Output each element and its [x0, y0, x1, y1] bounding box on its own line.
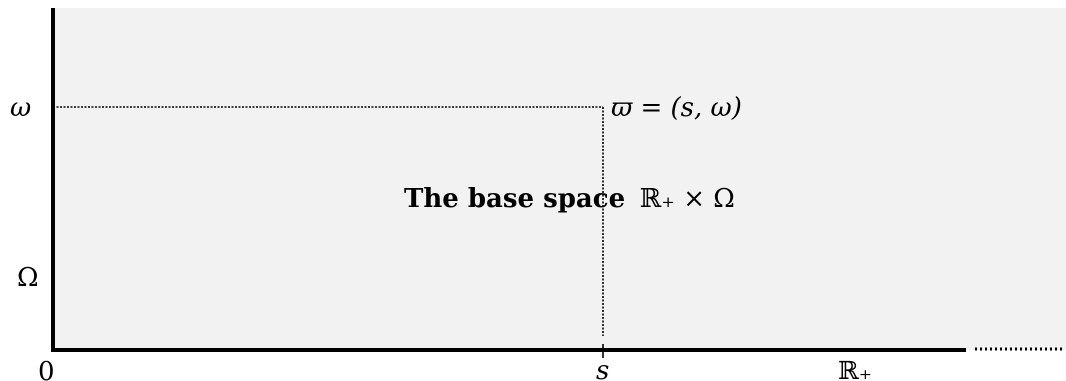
s-label: s: [596, 356, 609, 381]
omega-label: ω: [10, 93, 31, 123]
zero-label: 0: [38, 357, 55, 381]
center-title: The base space ℝ₊ × Ω: [404, 184, 735, 214]
base-space-region: [53, 8, 1066, 350]
center-title-math: ℝ₊ × Ω: [640, 184, 735, 214]
Rplus-label: ℝ₊: [838, 356, 872, 381]
point-label: ϖ = (s, ω): [611, 93, 742, 123]
Omega-label: Ω: [17, 263, 39, 293]
center-title-text: The base space: [404, 184, 625, 214]
